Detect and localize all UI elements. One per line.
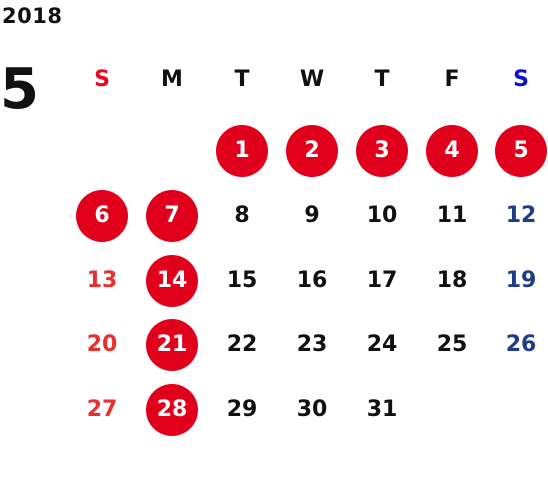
weekday-header-sat: S (513, 67, 529, 92)
day-2-highlighted[interactable]: 2 (286, 125, 338, 177)
day-14-highlighted[interactable]: 14 (146, 254, 198, 307)
weekday-header-thu: T (374, 67, 390, 92)
weekday-header-wed: W (299, 67, 325, 92)
day-17[interactable]: 17 (366, 267, 398, 293)
day-13[interactable]: 13 (86, 267, 118, 293)
day-27[interactable]: 27 (86, 397, 118, 422)
day-3-highlighted[interactable]: 3 (356, 125, 408, 177)
day-19[interactable]: 19 (505, 267, 537, 293)
day-1-highlighted[interactable]: 1 (216, 125, 268, 177)
day-7-highlighted[interactable]: 7 (146, 189, 198, 242)
day-23[interactable]: 23 (296, 332, 328, 358)
day-6-highlighted[interactable]: 6 (76, 189, 128, 242)
day-11[interactable]: 11 (436, 202, 468, 228)
day-25[interactable]: 25 (436, 332, 468, 358)
day-12[interactable]: 12 (505, 202, 537, 228)
day-8[interactable]: 8 (234, 202, 250, 228)
day-24[interactable]: 24 (366, 332, 398, 358)
day-30[interactable]: 30 (296, 397, 328, 422)
day-9[interactable]: 9 (304, 202, 320, 228)
weekday-header-fri: F (444, 67, 460, 92)
weekday-header-sun: S (94, 67, 110, 92)
day-28-highlighted[interactable]: 28 (146, 384, 198, 436)
day-16[interactable]: 16 (296, 267, 328, 293)
day-26[interactable]: 26 (505, 332, 537, 358)
day-10[interactable]: 10 (366, 202, 398, 228)
day-5-highlighted[interactable]: 5 (495, 125, 547, 177)
month-number: 5 (0, 57, 39, 122)
day-4-highlighted[interactable]: 4 (426, 125, 478, 177)
weekday-header-tue: T (234, 67, 250, 92)
weekday-header-mon: M (161, 67, 183, 92)
year-label: 2018 (2, 4, 63, 28)
day-29[interactable]: 29 (226, 397, 258, 422)
day-22[interactable]: 22 (226, 332, 258, 358)
day-15[interactable]: 15 (226, 267, 258, 293)
day-21-highlighted[interactable]: 21 (146, 319, 198, 372)
day-20[interactable]: 20 (86, 332, 118, 358)
day-31[interactable]: 31 (366, 397, 398, 422)
day-18[interactable]: 18 (436, 267, 468, 293)
